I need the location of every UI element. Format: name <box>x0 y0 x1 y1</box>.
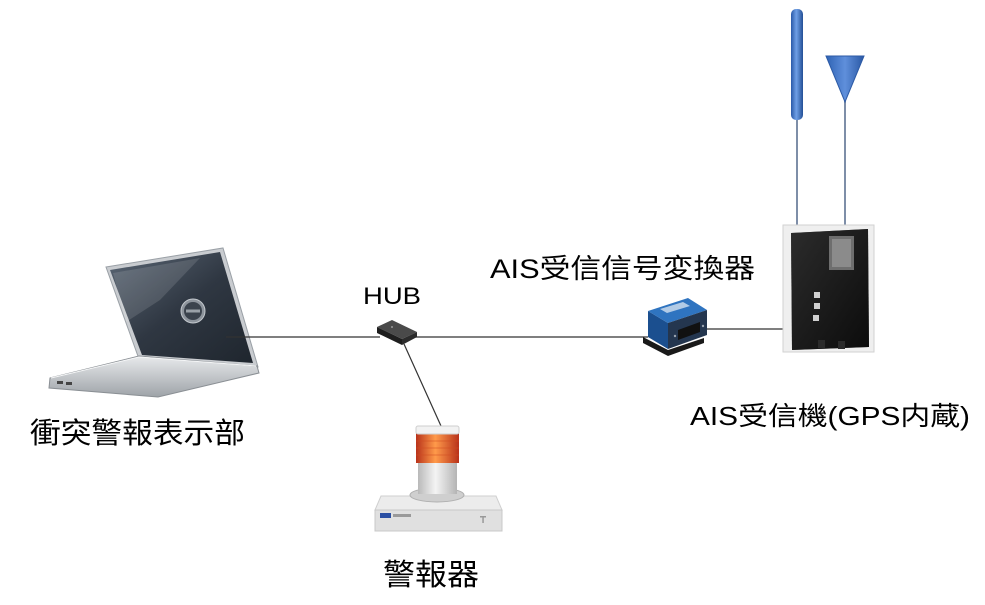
gps-antenna-icon <box>825 55 865 104</box>
hub-indicator <box>391 326 393 328</box>
receiver-connector <box>814 303 820 309</box>
ais-receiver-icon <box>782 9 875 353</box>
converter-left-face <box>648 311 668 349</box>
hub-side-left <box>377 327 402 345</box>
converter-mount-plate <box>643 337 704 356</box>
converter-screw <box>673 334 677 338</box>
signal-tower-light-icon <box>374 425 503 532</box>
receiver-connector <box>813 315 819 321</box>
laptop-lid-sheen <box>113 258 200 322</box>
laptop-base-edge <box>50 356 257 379</box>
alarm-base-badge-text <box>393 514 411 517</box>
alarm-pole <box>418 462 457 494</box>
laptop-port <box>66 382 72 385</box>
laptop-logo-mark <box>186 309 200 313</box>
receiver-label-inner <box>832 239 851 267</box>
receiver-foot <box>838 341 845 349</box>
display-label: 衝突警報表示部 <box>30 417 245 450</box>
converter-top-face <box>648 298 707 323</box>
hub-label: HUB <box>363 283 421 310</box>
receiver-foot <box>818 340 825 348</box>
network-hub-icon <box>377 320 417 345</box>
connections <box>226 328 783 427</box>
converter-label: AIS受信信号変換器 <box>490 254 755 284</box>
converter-screw <box>701 324 705 328</box>
alarm-base-mark <box>482 516 484 523</box>
receiver-connector <box>814 292 820 298</box>
converter-label-plate <box>660 302 690 313</box>
serial-converter-icon <box>643 298 707 356</box>
link-hub-alarm <box>403 343 442 427</box>
laptop-icon <box>48 247 260 398</box>
converter-serial-port <box>678 322 700 340</box>
vhf-antenna-icon <box>791 9 803 120</box>
receiver-label: AIS受信機(GPS内蔵) <box>690 401 970 431</box>
alarm-cap <box>415 425 460 435</box>
alarm-base-badge <box>380 513 391 518</box>
hub-top <box>377 320 417 339</box>
alarm-label: 警報器 <box>383 559 479 592</box>
laptop-port <box>57 381 63 384</box>
hub-side-right <box>402 332 417 345</box>
